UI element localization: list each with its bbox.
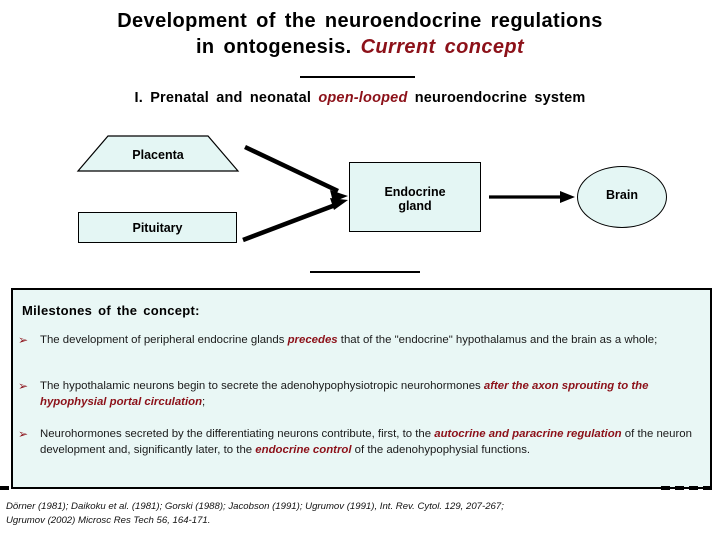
arrow-bullet-icon: ➢ (18, 379, 29, 393)
list-item: ➢ The hypothalamic neurons begin to secr… (18, 378, 704, 410)
section-number: I. (134, 90, 143, 106)
section-text-part2: neuroendocrine system (414, 90, 586, 106)
list-item-text: The hypothalamic neurons begin to secret… (40, 378, 704, 410)
title-line-2: in ontogenesis. Current concept (0, 34, 720, 60)
bullet-1-emphasis-1: precedes (287, 334, 338, 346)
brain-shape (577, 166, 667, 228)
panel-dash-left (0, 486, 9, 490)
bullet-3-part3: of the adenohypophysial functions. (351, 444, 531, 456)
section-heading: I. Prenatal and neonatal open-looped neu… (0, 90, 720, 106)
divider-under-diagram (310, 271, 420, 273)
bullet-3-emphasis-2: endocrine control (255, 444, 352, 456)
neuroendocrine-diagram: Placenta Pituitary Endocrine gland Brain (0, 128, 720, 248)
arrow-bullet-icon: ➢ (18, 333, 29, 347)
arrow-endocrine-to-brain (489, 191, 575, 203)
references-footer: Dörner (1981); Daikoku et al. (1981); Go… (6, 500, 706, 527)
bullet-2-emphasis-1: after the axon sprouting to the hypophys… (40, 380, 649, 408)
milestones-heading: Milestones of the concept: (22, 303, 200, 318)
list-item-text: Neurohormones secreted by the differenti… (40, 426, 704, 458)
reference-line-1: Dörner (1981); Daikoku et al. (1981); Go… (6, 501, 504, 512)
title-line-1: Development of the neuroendocrine regula… (117, 10, 603, 32)
arrow-bullet-icon: ➢ (18, 427, 29, 441)
section-text-part1: Prenatal and neonatal (150, 90, 312, 106)
arrow-placenta-to-endocrine (244, 144, 348, 202)
pituitary-shape (78, 212, 237, 243)
milestones-panel (11, 288, 712, 489)
endocrine-gland-shape (349, 162, 481, 232)
panel-dash-right-2 (675, 486, 684, 490)
list-item: ➢ Neurohormones secreted by the differen… (18, 426, 704, 458)
arrow-pituitary-to-endocrine (242, 198, 348, 243)
bullet-1-part2: that of the "endocrine" hypothalamus and… (337, 334, 658, 346)
bullet-3-part2: of the neuron development and, significa… (40, 428, 692, 456)
divider-under-title (300, 76, 415, 78)
diagram-arrows (76, 135, 575, 243)
bullet-2-part1: The hypothalamic neurons begin to secret… (40, 380, 484, 392)
title-accent-current-concept: Current concept (360, 36, 525, 58)
panel-dash-right-4 (703, 486, 712, 490)
bullet-3-part1: Neurohormones secreted by the differenti… (40, 428, 435, 440)
bullet-2-part2: ; (202, 396, 206, 408)
panel-dash-right-1 (661, 486, 670, 490)
section-accent-open-looped: open-looped (318, 90, 408, 106)
page-title: Development of the neuroendocrine regula… (0, 8, 720, 60)
title-line-2-plain: in ontogenesis. (195, 36, 352, 58)
panel-dash-right-3 (689, 486, 698, 490)
bullet-3-emphasis-1: autocrine and paracrine regulation (434, 428, 622, 440)
list-item: ➢ The development of peripheral endocrin… (18, 332, 704, 348)
list-item-text: The development of peripheral endocrine … (40, 332, 704, 348)
placenta-shape (76, 135, 240, 172)
bullet-1-part1: The development of peripheral endocrine … (40, 334, 288, 346)
reference-line-2: Ugrumov (2002) Microsc Res Tech 56, 164-… (6, 514, 211, 526)
